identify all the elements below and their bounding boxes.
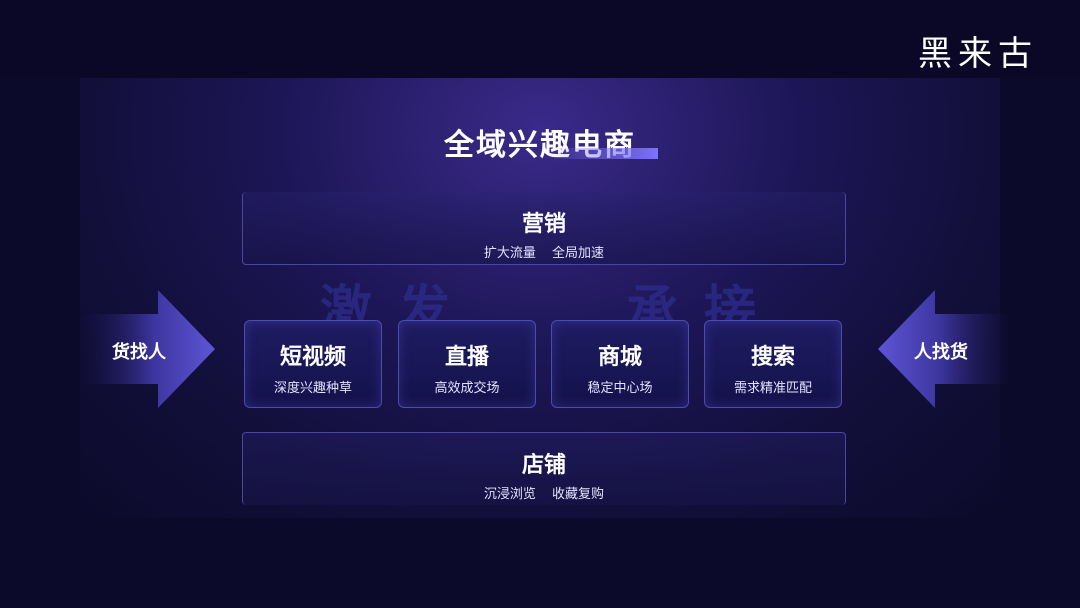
right-arrow-label: 人找货 — [914, 342, 968, 363]
store-box: 店铺 沉浸浏览 收藏复购 — [242, 432, 846, 505]
card-title: 商城 — [597, 345, 642, 370]
page-title: 全域兴趣电商 — [444, 128, 636, 163]
card-mall: 商城 稳定中心场 — [551, 320, 689, 408]
card-search: 搜索 需求精准匹配 — [704, 320, 842, 408]
left-arrow-label: 货找人 — [112, 342, 166, 363]
card-subtitle: 高效成交场 — [434, 381, 500, 396]
card-subtitle: 稳定中心场 — [587, 381, 653, 396]
card-subtitle: 深度兴趣种草 — [273, 381, 352, 396]
card-subtitle: 需求精准匹配 — [733, 381, 812, 396]
store-title: 店铺 — [521, 453, 566, 478]
top-bar — [0, 0, 1080, 78]
card-short-video: 短视频 深度兴趣种草 — [244, 320, 382, 408]
brand-logo: 黑来古 — [918, 34, 1038, 74]
card-title: 搜索 — [750, 345, 795, 370]
left-arrow-icon — [80, 290, 215, 408]
marketing-title: 营销 — [521, 212, 566, 237]
marketing-subtitle: 扩大流量 全局加速 — [483, 246, 605, 261]
right-arrow-icon — [878, 290, 1013, 408]
card-title: 短视频 — [279, 345, 346, 370]
marketing-box: 营销 扩大流量 全局加速 — [242, 192, 846, 265]
card-live: 直播 高效成交场 — [398, 320, 536, 408]
title-underline — [548, 148, 658, 159]
store-subtitle: 沉浸浏览 收藏复购 — [483, 487, 605, 502]
card-title: 直播 — [444, 345, 489, 370]
